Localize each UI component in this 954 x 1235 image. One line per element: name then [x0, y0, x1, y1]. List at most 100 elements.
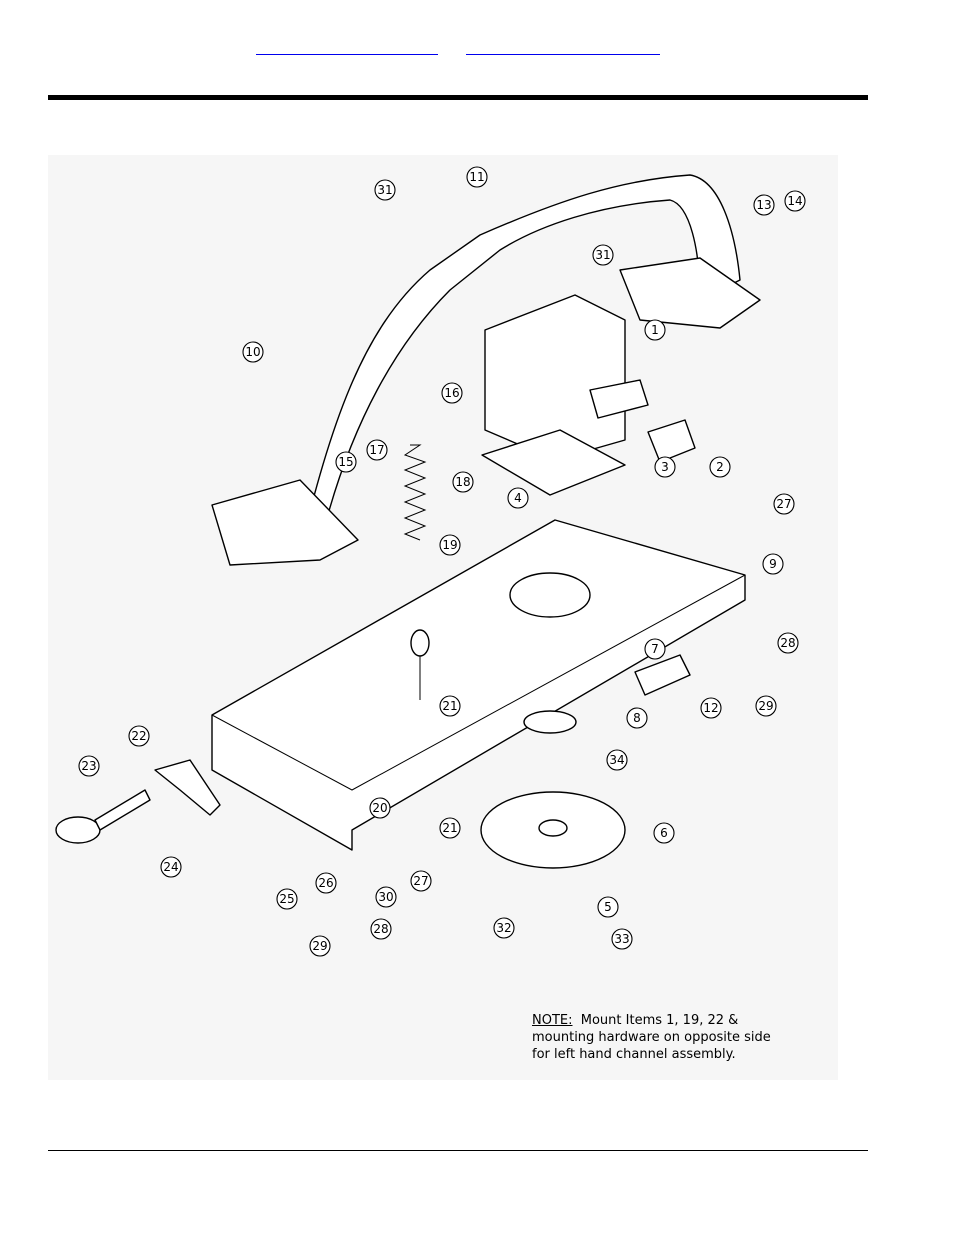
callout-label: 20	[372, 801, 387, 815]
note-line-1: Mount Items 1, 19, 22 &	[580, 1013, 739, 1028]
channel-hole	[509, 572, 591, 618]
bottom-divider	[48, 1150, 868, 1151]
callout-label: 26	[318, 876, 333, 890]
mount-plate-right	[619, 257, 761, 329]
bumper-frame	[299, 174, 741, 551]
callout-label: 1	[651, 323, 659, 337]
callout-label: 3	[661, 460, 669, 474]
callout-circle	[626, 707, 648, 729]
callout-circle	[315, 872, 337, 894]
callout-label: 6	[660, 826, 668, 840]
callout-circle	[452, 471, 474, 493]
callout-circle	[709, 456, 731, 478]
callout-label: 27	[413, 874, 428, 888]
callout-label: 29	[312, 939, 327, 953]
callout-label: 7	[651, 642, 659, 656]
callout-circle	[439, 817, 461, 839]
washer	[523, 710, 577, 734]
callout-12: 12	[700, 697, 722, 719]
callout-circle	[493, 917, 515, 939]
callout-19: 19	[439, 534, 461, 556]
callout-circle	[753, 194, 775, 216]
callout-circle	[592, 244, 614, 266]
callout-label: 16	[444, 386, 459, 400]
callout-label: 11	[469, 170, 484, 184]
callout-14: 14	[784, 190, 806, 212]
callout-circle	[441, 382, 463, 404]
callout-circle	[375, 886, 397, 908]
callout-label: 10	[245, 345, 260, 359]
callout-label: 30	[378, 890, 393, 904]
callout-label: 19	[442, 538, 457, 552]
callout-21: 21	[439, 817, 461, 839]
callout-circle	[784, 190, 806, 212]
callout-circle	[366, 439, 388, 461]
header-link-1[interactable]	[256, 40, 438, 55]
callout-label: 5	[604, 900, 612, 914]
callout-label: 17	[369, 443, 384, 457]
callout-5: 5	[597, 896, 619, 918]
callout-circle	[309, 935, 331, 957]
spring	[403, 444, 427, 541]
callout-label: 14	[787, 194, 802, 208]
callout-circle	[654, 456, 676, 478]
callout-circle	[755, 695, 777, 717]
callout-34: 34	[606, 749, 628, 771]
callout-circle	[439, 534, 461, 556]
gearbox-base	[481, 429, 626, 496]
callout-circle	[507, 487, 529, 509]
gearbox	[484, 294, 626, 461]
top-divider	[48, 95, 868, 100]
callout-circle	[128, 725, 150, 747]
callout-circle	[653, 822, 675, 844]
callout-label: 34	[609, 753, 624, 767]
note-line-2: mounting hardware on opposite side	[532, 1030, 771, 1045]
callout-label: 21	[442, 821, 457, 835]
callout-13: 13	[753, 194, 775, 216]
callout-27: 27	[410, 870, 432, 892]
callout-28: 28	[370, 918, 392, 940]
callout-circle	[777, 632, 799, 654]
callout-11: 11	[466, 166, 488, 188]
header-link-2[interactable]	[466, 40, 660, 55]
callout-9: 9	[762, 553, 784, 575]
callout-6: 6	[653, 822, 675, 844]
callout-28: 28	[777, 632, 799, 654]
callout-circle	[335, 451, 357, 473]
callout-31: 31	[592, 244, 614, 266]
callout-circle	[410, 870, 432, 892]
assembly-note: NOTE: Mount Items 1, 19, 22 & mounting h…	[532, 1012, 771, 1063]
callout-4: 4	[507, 487, 529, 509]
callout-label: 32	[496, 921, 511, 935]
hitch-pin-ring	[55, 816, 101, 844]
callout-7: 7	[644, 638, 666, 660]
mount-plate-left	[211, 479, 359, 566]
callout-label: 18	[455, 475, 470, 489]
callout-circle	[773, 493, 795, 515]
callout-26: 26	[315, 872, 337, 894]
callout-label: 12	[703, 701, 718, 715]
callout-29: 29	[309, 935, 331, 957]
callout-16: 16	[441, 382, 463, 404]
callout-21: 21	[439, 695, 461, 717]
callout-circle	[597, 896, 619, 918]
callout-1: 1	[644, 319, 666, 341]
callout-label: 27	[776, 497, 791, 511]
callout-circle	[439, 695, 461, 717]
callout-circle	[466, 166, 488, 188]
callout-circle	[160, 856, 182, 878]
output-shaft	[589, 379, 649, 419]
callout-label: 33	[614, 932, 629, 946]
callout-circle	[276, 888, 298, 910]
callout-label: 22	[131, 729, 146, 743]
channel-edge	[211, 574, 746, 791]
callout-18: 18	[452, 471, 474, 493]
callout-label: 21	[442, 699, 457, 713]
callout-circle	[644, 319, 666, 341]
callout-label: 8	[633, 711, 641, 725]
callout-circle	[242, 341, 264, 363]
callout-label: 31	[377, 183, 392, 197]
callout-label: 28	[780, 636, 795, 650]
